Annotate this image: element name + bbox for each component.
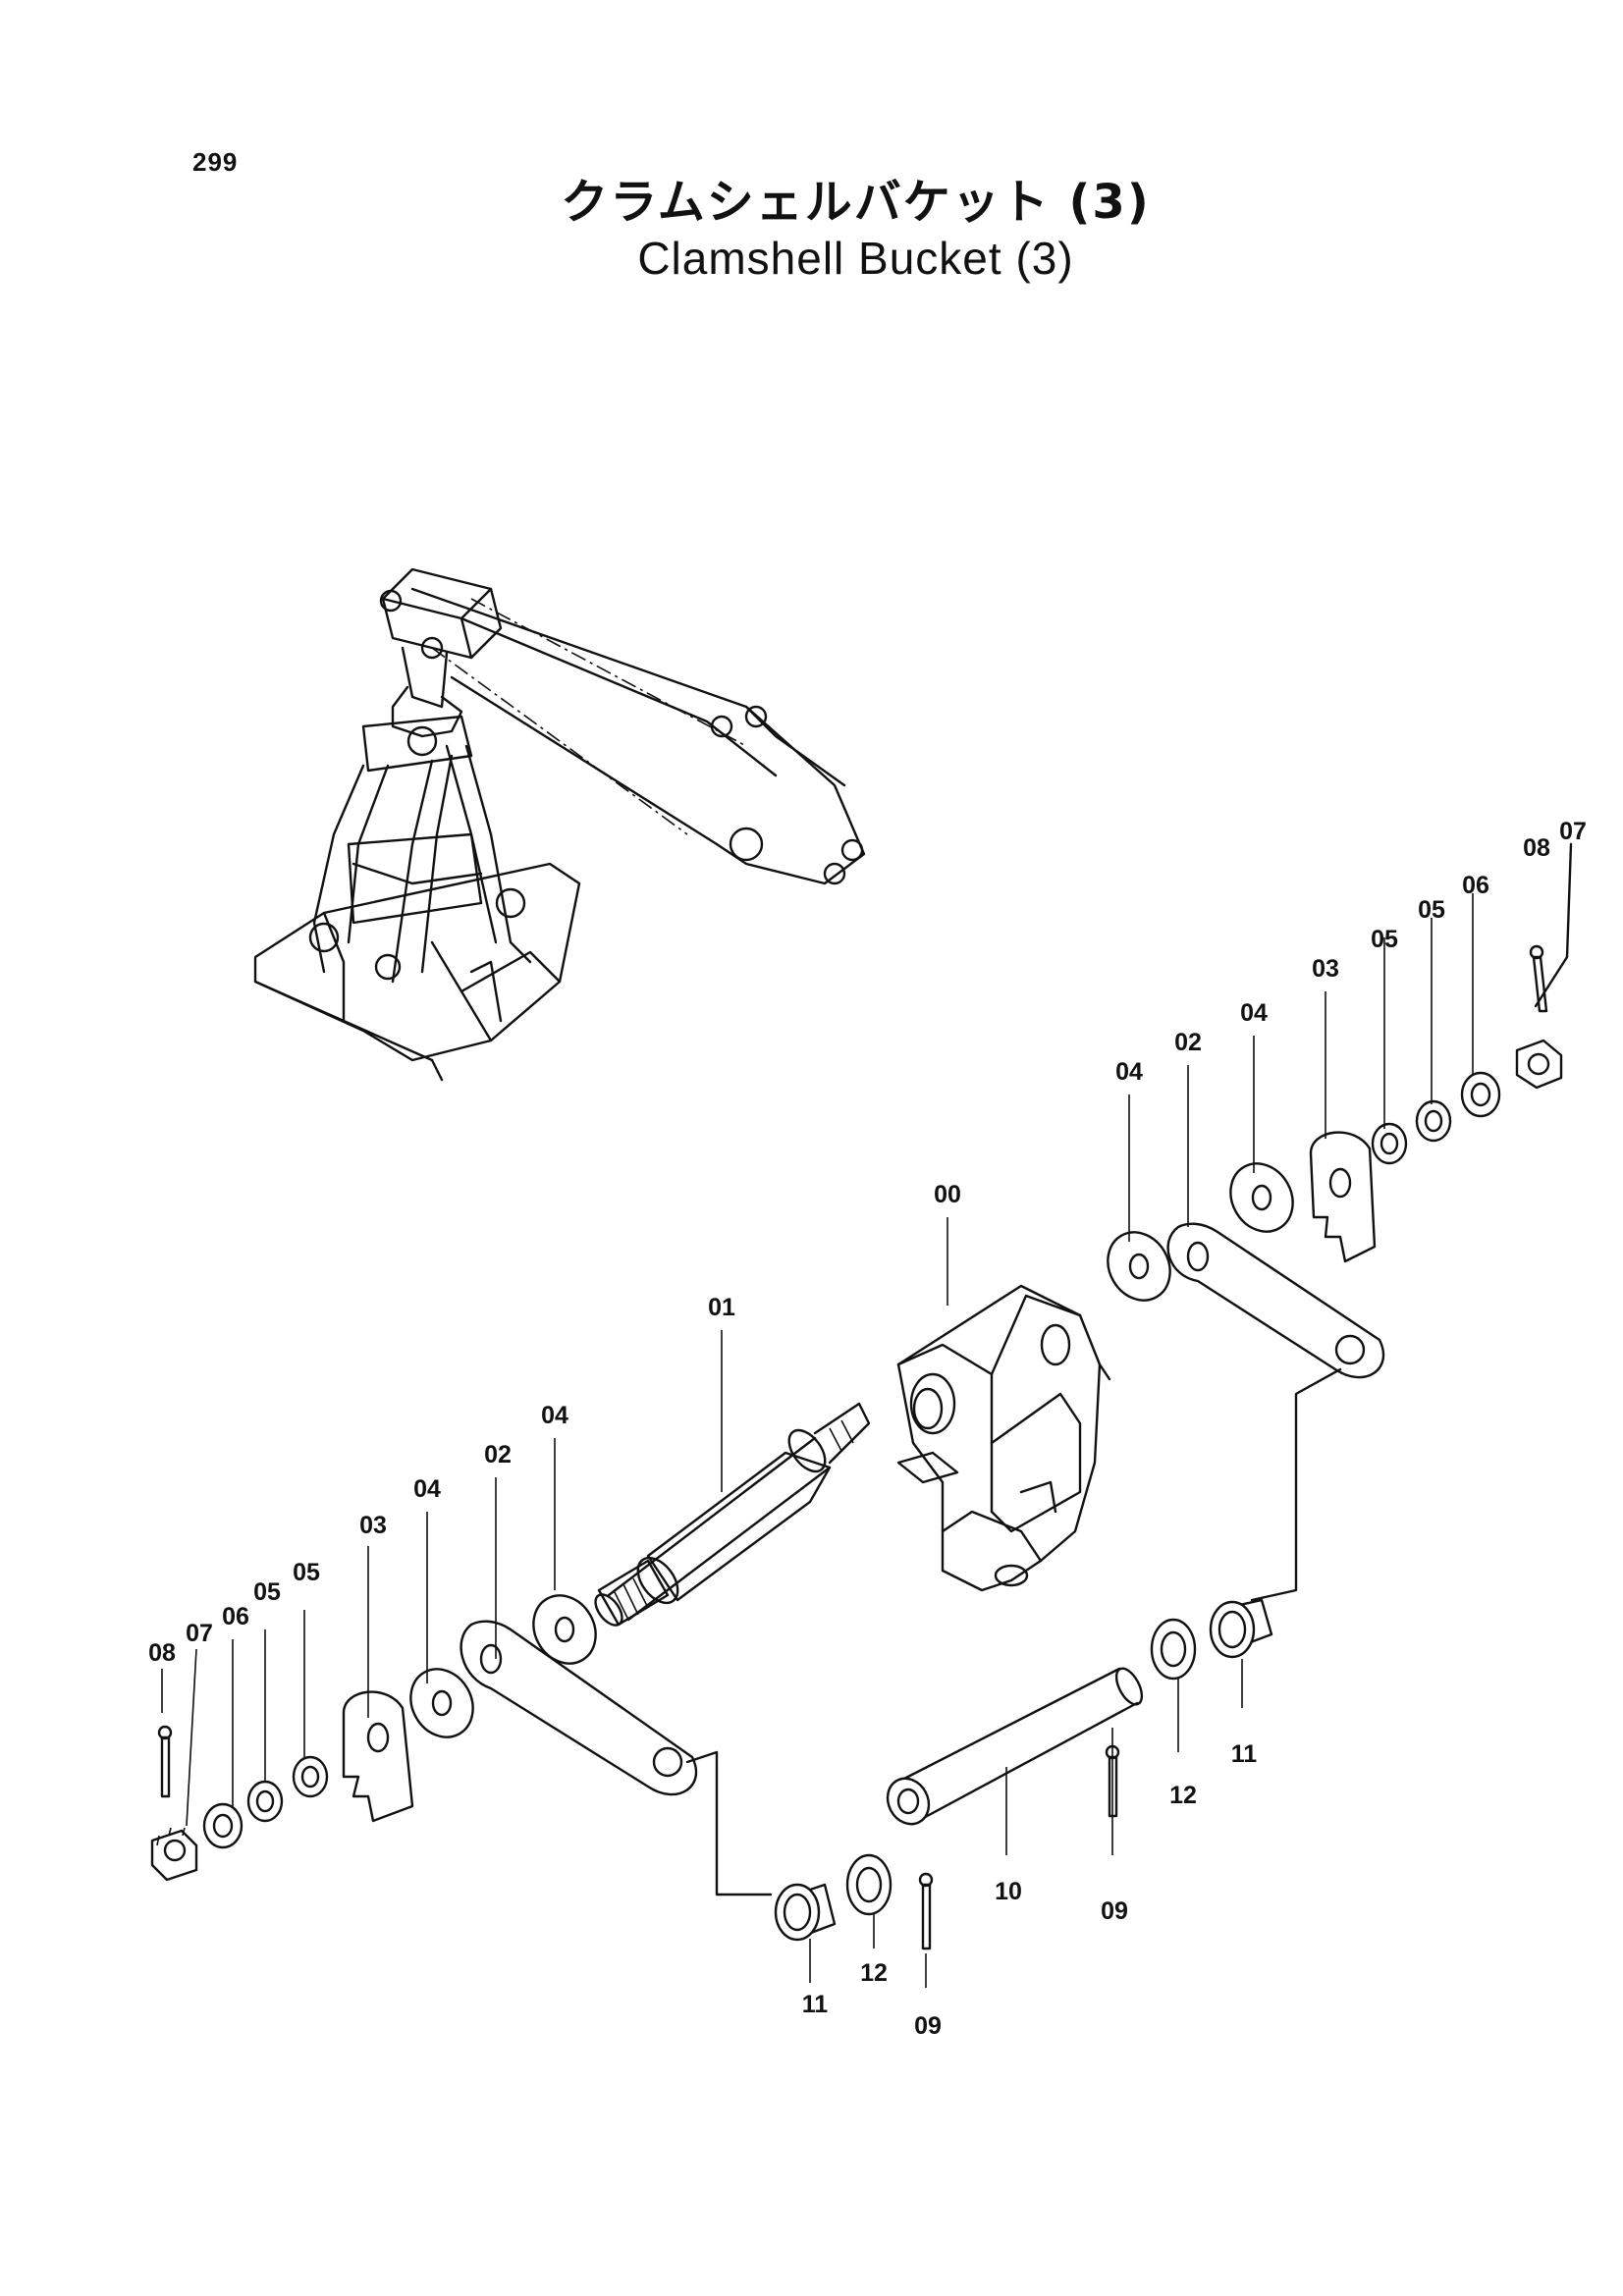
part-04-washers xyxy=(409,1162,1294,1738)
part-03-plate-left xyxy=(342,1690,414,1823)
callout-labels: 00 01 02 02 03 03 04 04 04 04 05 05 05 0… xyxy=(148,818,1587,2040)
part-00-bracket xyxy=(896,1284,1111,1592)
callout-10: 10 xyxy=(995,1878,1022,1905)
title-japanese: クラムシェルバケット (3) xyxy=(561,175,1151,230)
leader-lines xyxy=(161,893,1474,1988)
callout-05-d: 05 xyxy=(1418,896,1445,924)
callout-11-right: 11 xyxy=(1231,1740,1258,1768)
callout-04-b: 04 xyxy=(413,1475,441,1503)
callout-03-left: 03 xyxy=(359,1512,387,1539)
part-09-pins xyxy=(918,1744,1120,1950)
part-10-pin xyxy=(886,1667,1144,1826)
callout-02-right: 02 xyxy=(1174,1029,1202,1056)
callout-09-right: 09 xyxy=(1101,1897,1128,1925)
parts-05-06-07-left xyxy=(150,1725,329,1882)
callout-04-a: 04 xyxy=(541,1402,568,1429)
callout-05-a: 05 xyxy=(293,1559,320,1586)
callout-02-left: 02 xyxy=(484,1441,512,1468)
callout-07-right: 07 xyxy=(1559,818,1587,845)
callout-05-c: 05 xyxy=(1371,926,1398,953)
callout-12-right: 12 xyxy=(1169,1782,1197,1809)
callout-04-d: 04 xyxy=(1240,999,1268,1027)
callout-11-bottom: 11 xyxy=(802,1991,829,2018)
callout-07-left: 07 xyxy=(186,1620,213,1647)
callout-04-c: 04 xyxy=(1115,1058,1143,1086)
callout-12-bottom: 12 xyxy=(860,1959,888,1987)
part-03-plate-right xyxy=(1309,1131,1377,1263)
callout-09-bottom: 09 xyxy=(914,2012,942,2040)
callout-06-left: 06 xyxy=(222,1603,249,1630)
page-number: 299 xyxy=(192,147,239,177)
part-02-link-left xyxy=(460,1620,773,1896)
callout-03-right: 03 xyxy=(1312,955,1339,983)
parts-11-12 xyxy=(774,1598,1273,1942)
callout-05-b: 05 xyxy=(253,1578,281,1606)
callout-01: 01 xyxy=(708,1294,735,1321)
part-01-shaft xyxy=(594,1402,871,1627)
callout-08-left: 08 xyxy=(148,1639,176,1667)
callout-06-right: 06 xyxy=(1462,872,1489,899)
callout-00: 00 xyxy=(934,1181,961,1208)
callout-08-right: 08 xyxy=(1523,834,1550,862)
part-02-link-right xyxy=(1166,1222,1385,1602)
overview-machine-illustration xyxy=(253,567,866,1082)
parts-05-06-07-08-right xyxy=(1371,842,1573,1165)
title-english: Clamshell Bucket (3) xyxy=(637,233,1074,284)
